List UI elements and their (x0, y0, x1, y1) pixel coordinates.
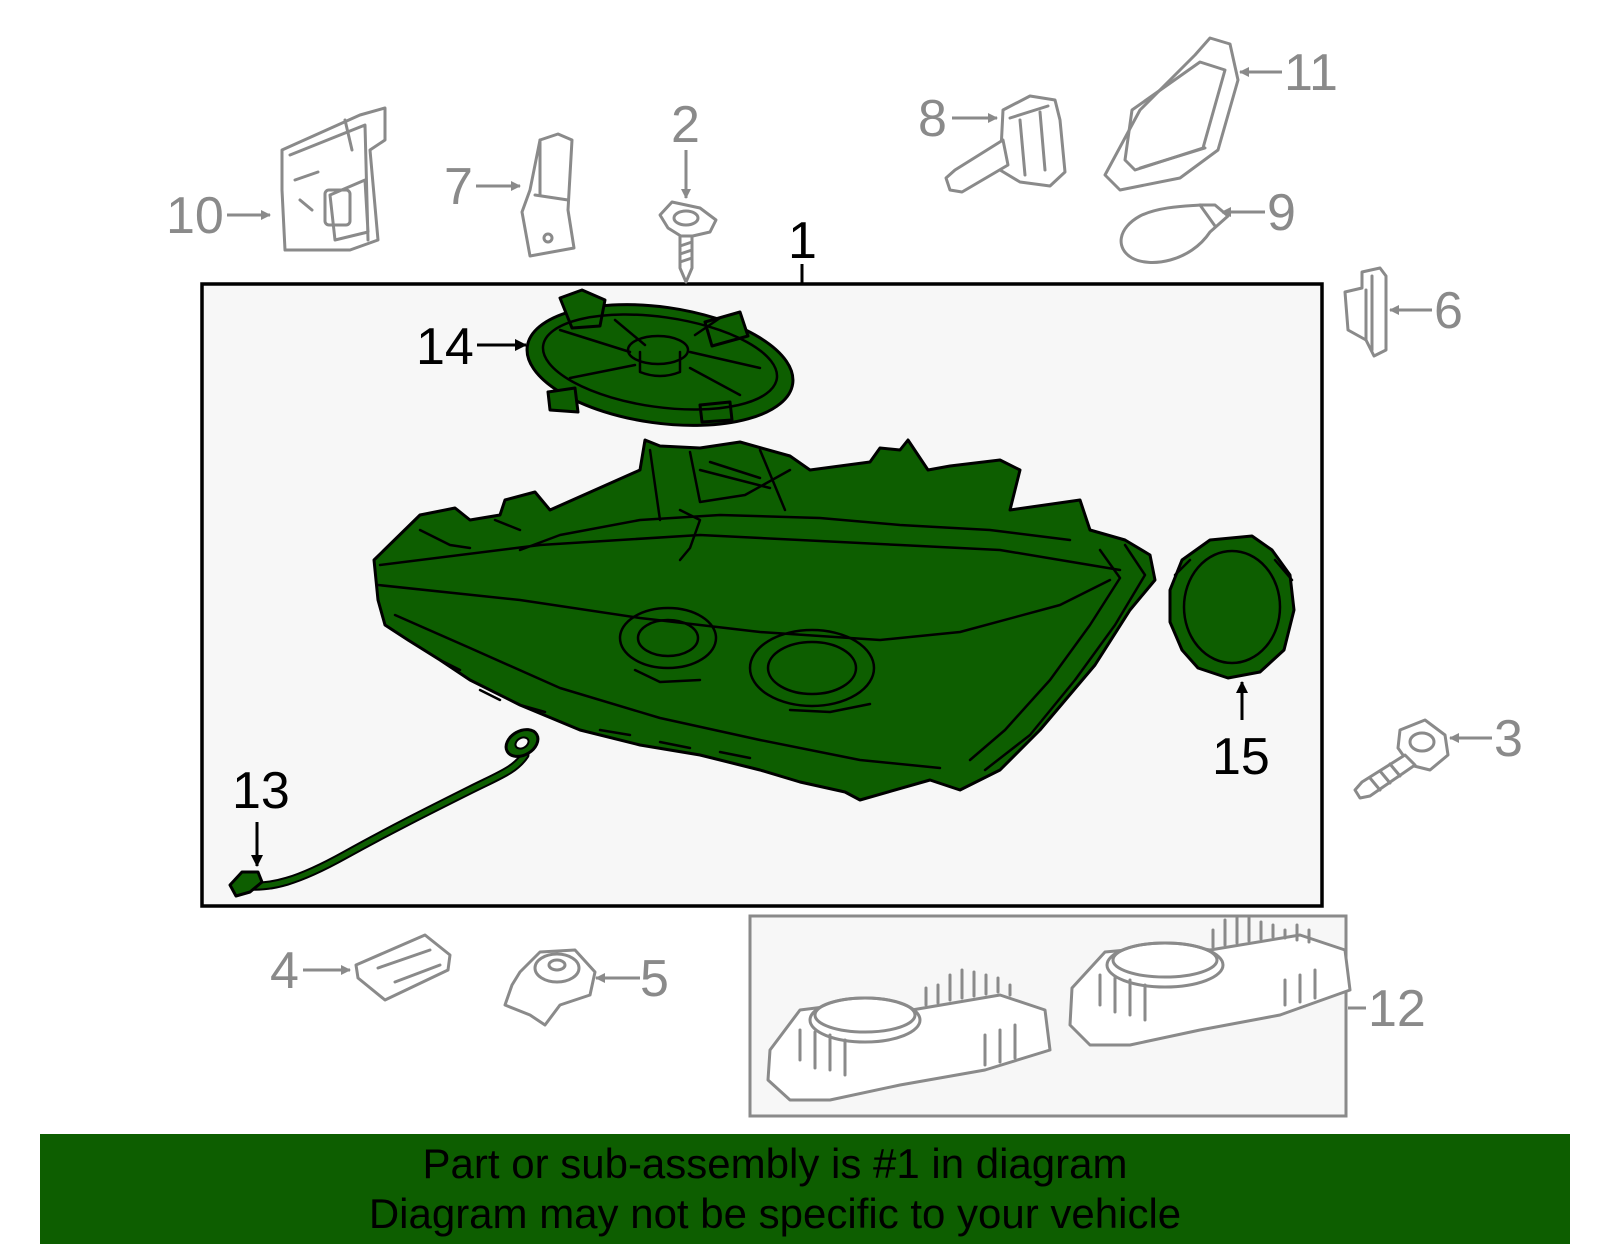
part-6-clip[interactable] (1343, 266, 1388, 358)
part-7-bracket[interactable] (520, 132, 576, 258)
part-5-adjuster[interactable] (503, 948, 597, 1027)
callout-12: 12 (1368, 980, 1426, 1038)
footer-line-1: Part or sub-assembly is #1 in diagram (422, 1140, 1128, 1187)
callout-11: 11 (1284, 44, 1338, 102)
part-3-screw[interactable] (1353, 718, 1450, 800)
part-15-cap[interactable] (1168, 534, 1296, 680)
callout-3: 3 (1494, 710, 1523, 768)
callout-15: 15 (1212, 728, 1270, 786)
part-13-cable[interactable] (228, 724, 543, 898)
part-4-pad[interactable] (354, 933, 452, 1002)
part-10-control-module[interactable] (280, 106, 387, 252)
callout-4: 4 (270, 942, 299, 1000)
part-9-bulb[interactable] (1119, 203, 1230, 264)
callout-9: 9 (1267, 184, 1296, 242)
part-2-bolt[interactable] (658, 200, 718, 284)
footer-line-2: Diagram may not be specific to your vehi… (368, 1190, 1182, 1237)
callout-1: 1 (788, 212, 817, 270)
callout-8: 8 (918, 90, 947, 148)
part-14-cover-cap[interactable] (519, 288, 801, 441)
part-1-headlamp-assembly[interactable] (372, 438, 1157, 802)
part-11-ballast[interactable] (1103, 36, 1240, 192)
callout-10: 10 (166, 187, 224, 245)
callout-6: 6 (1434, 282, 1463, 340)
callout-5: 5 (640, 950, 669, 1008)
callout-13: 13 (232, 762, 290, 820)
part-8-bulb[interactable] (944, 94, 1067, 194)
callout-2: 2 (671, 96, 700, 154)
footer-banner: Part or sub-assembly is #1 in diagram Di… (40, 1134, 1570, 1244)
callout-14: 14 (416, 318, 474, 376)
part-12-led-modules[interactable] (766, 914, 1352, 1102)
callout-7: 7 (444, 158, 473, 216)
